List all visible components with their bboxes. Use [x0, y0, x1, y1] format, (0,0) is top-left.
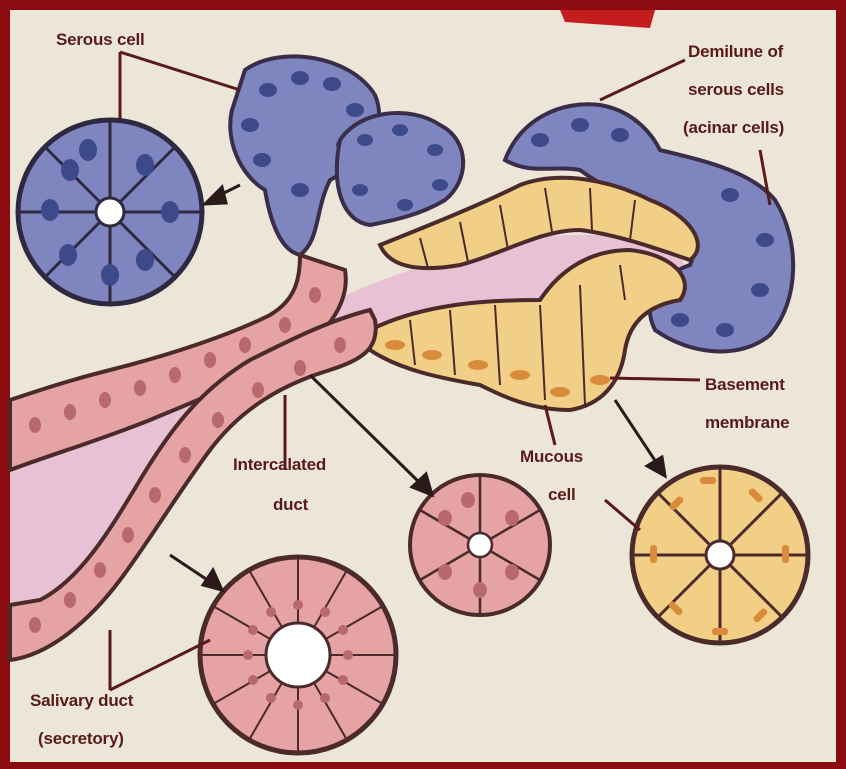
- label-intercalated-line2: duct: [273, 495, 309, 514]
- serous-cross-section: [18, 120, 202, 304]
- label-salivary-line1: Salivary duct: [30, 691, 134, 710]
- mucous-cross-section: [632, 467, 808, 643]
- label-demilune-line2: serous cells: [688, 80, 784, 99]
- salivary-duct-cross-section: [200, 557, 396, 753]
- label-basement-line1: Basement: [705, 375, 785, 394]
- label-demilune-line3: (acinar cells): [683, 118, 784, 137]
- label-basement-line2: membrane: [705, 413, 789, 432]
- label-intercalated-line1: Intercalated: [233, 455, 326, 474]
- label-mucous-line2: cell: [548, 485, 576, 504]
- label-demilune-line1: Demilune of: [688, 42, 784, 61]
- label-mucous-line1: Mucous: [520, 447, 583, 466]
- label-salivary-line2: (secretory): [38, 729, 124, 748]
- label-serous-cell: Serous cell: [56, 30, 145, 49]
